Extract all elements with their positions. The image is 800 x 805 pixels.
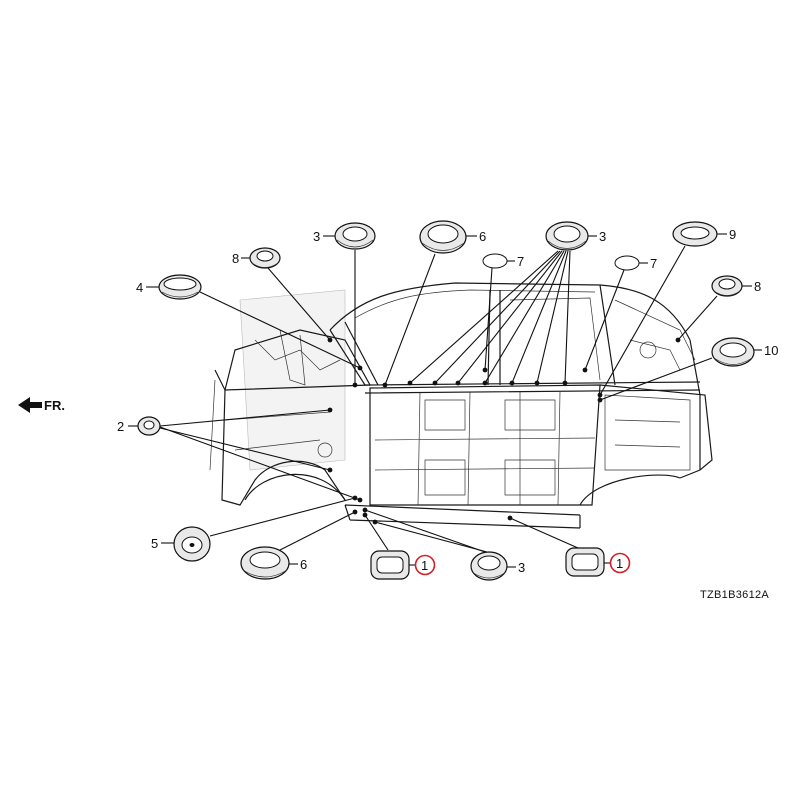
- vehicle-body: [209, 282, 713, 529]
- c-pillar: [599, 284, 701, 470]
- callout-8-left: 8: [232, 251, 239, 266]
- callout-3-top-right: 3: [599, 229, 606, 244]
- front-apron-detail: [254, 339, 341, 371]
- grommet-6-bottom[interactable]: [240, 546, 290, 580]
- callout-3-bottom: 3: [518, 560, 525, 575]
- attachment-points: [327, 337, 681, 525]
- floor-ribs: [374, 391, 596, 506]
- callout-6-top: 6: [479, 229, 486, 244]
- front-wheel-arch: [244, 473, 346, 501]
- plug-1-right[interactable]: [565, 547, 605, 577]
- callout-labels: 3 6 3 9 8 7 7 4 8 10 2 5 6 1 3 1: [117, 227, 778, 576]
- roof-side-rail: [364, 381, 701, 394]
- grommet-parts: [137, 220, 755, 581]
- plug-7-right[interactable]: [614, 255, 640, 271]
- body-shadow-panel: [239, 289, 346, 471]
- grommet-8-left[interactable]: [249, 247, 281, 269]
- rear-body: [599, 384, 713, 479]
- floor-recess-1: [424, 399, 466, 496]
- plug-1-left[interactable]: [370, 550, 410, 580]
- grommet-4[interactable]: [158, 274, 202, 300]
- callout-7-left: 7: [517, 254, 524, 269]
- rear-floor-detail: [604, 394, 691, 471]
- callout-6-bottom: 6: [300, 557, 307, 572]
- rocker-panel: [344, 504, 581, 529]
- grommet-3-bottom[interactable]: [470, 551, 508, 581]
- grommet-9[interactable]: [672, 221, 718, 247]
- front-engine-bay: [224, 329, 372, 391]
- callout-10: 10: [764, 343, 778, 358]
- highlight-circle-1-left: [414, 554, 436, 576]
- grommet-3-top-left[interactable]: [334, 222, 376, 250]
- floor-recess-2: [504, 399, 556, 496]
- callout-5: 5: [151, 536, 158, 551]
- engine-bay-bracket: [279, 329, 306, 386]
- front-frame: [214, 369, 346, 506]
- callout-1-left: 1: [421, 558, 428, 573]
- callout-1-right: 1: [616, 556, 623, 571]
- leader-lines: [128, 233, 762, 568]
- roof-inner-line: [354, 289, 596, 319]
- grommet-2[interactable]: [137, 416, 161, 436]
- drawing-code: TZB1B3612A: [700, 589, 769, 601]
- roof-outline: [329, 282, 691, 341]
- grommet-8-right[interactable]: [711, 275, 743, 297]
- rear-wheel-arch: [579, 474, 681, 506]
- grommet-10[interactable]: [711, 337, 755, 367]
- plug-7-left[interactable]: [482, 253, 508, 269]
- callout-7-right: 7: [650, 256, 657, 271]
- highlight-circle-1-right: [609, 552, 631, 574]
- grommet-6-top[interactable]: [419, 220, 467, 254]
- callout-4: 4: [136, 280, 143, 295]
- grommet-3-top-right[interactable]: [545, 221, 589, 251]
- a-pillar: [329, 321, 379, 386]
- callout-9: 9: [729, 227, 736, 242]
- front-label: FR.: [44, 398, 65, 413]
- rear-door-opening: [509, 297, 601, 381]
- grommet-5[interactable]: [173, 526, 211, 562]
- front-arrow-icon: [18, 397, 42, 413]
- front-direction-indicator: FR.: [18, 397, 65, 413]
- floor-panel: [369, 384, 601, 506]
- callout-8-right: 8: [754, 279, 761, 294]
- callout-3-top-left: 3: [313, 229, 320, 244]
- callout-2: 2: [117, 419, 124, 434]
- front-strut-tower: [317, 442, 333, 458]
- rear-strut-tower: [639, 341, 657, 359]
